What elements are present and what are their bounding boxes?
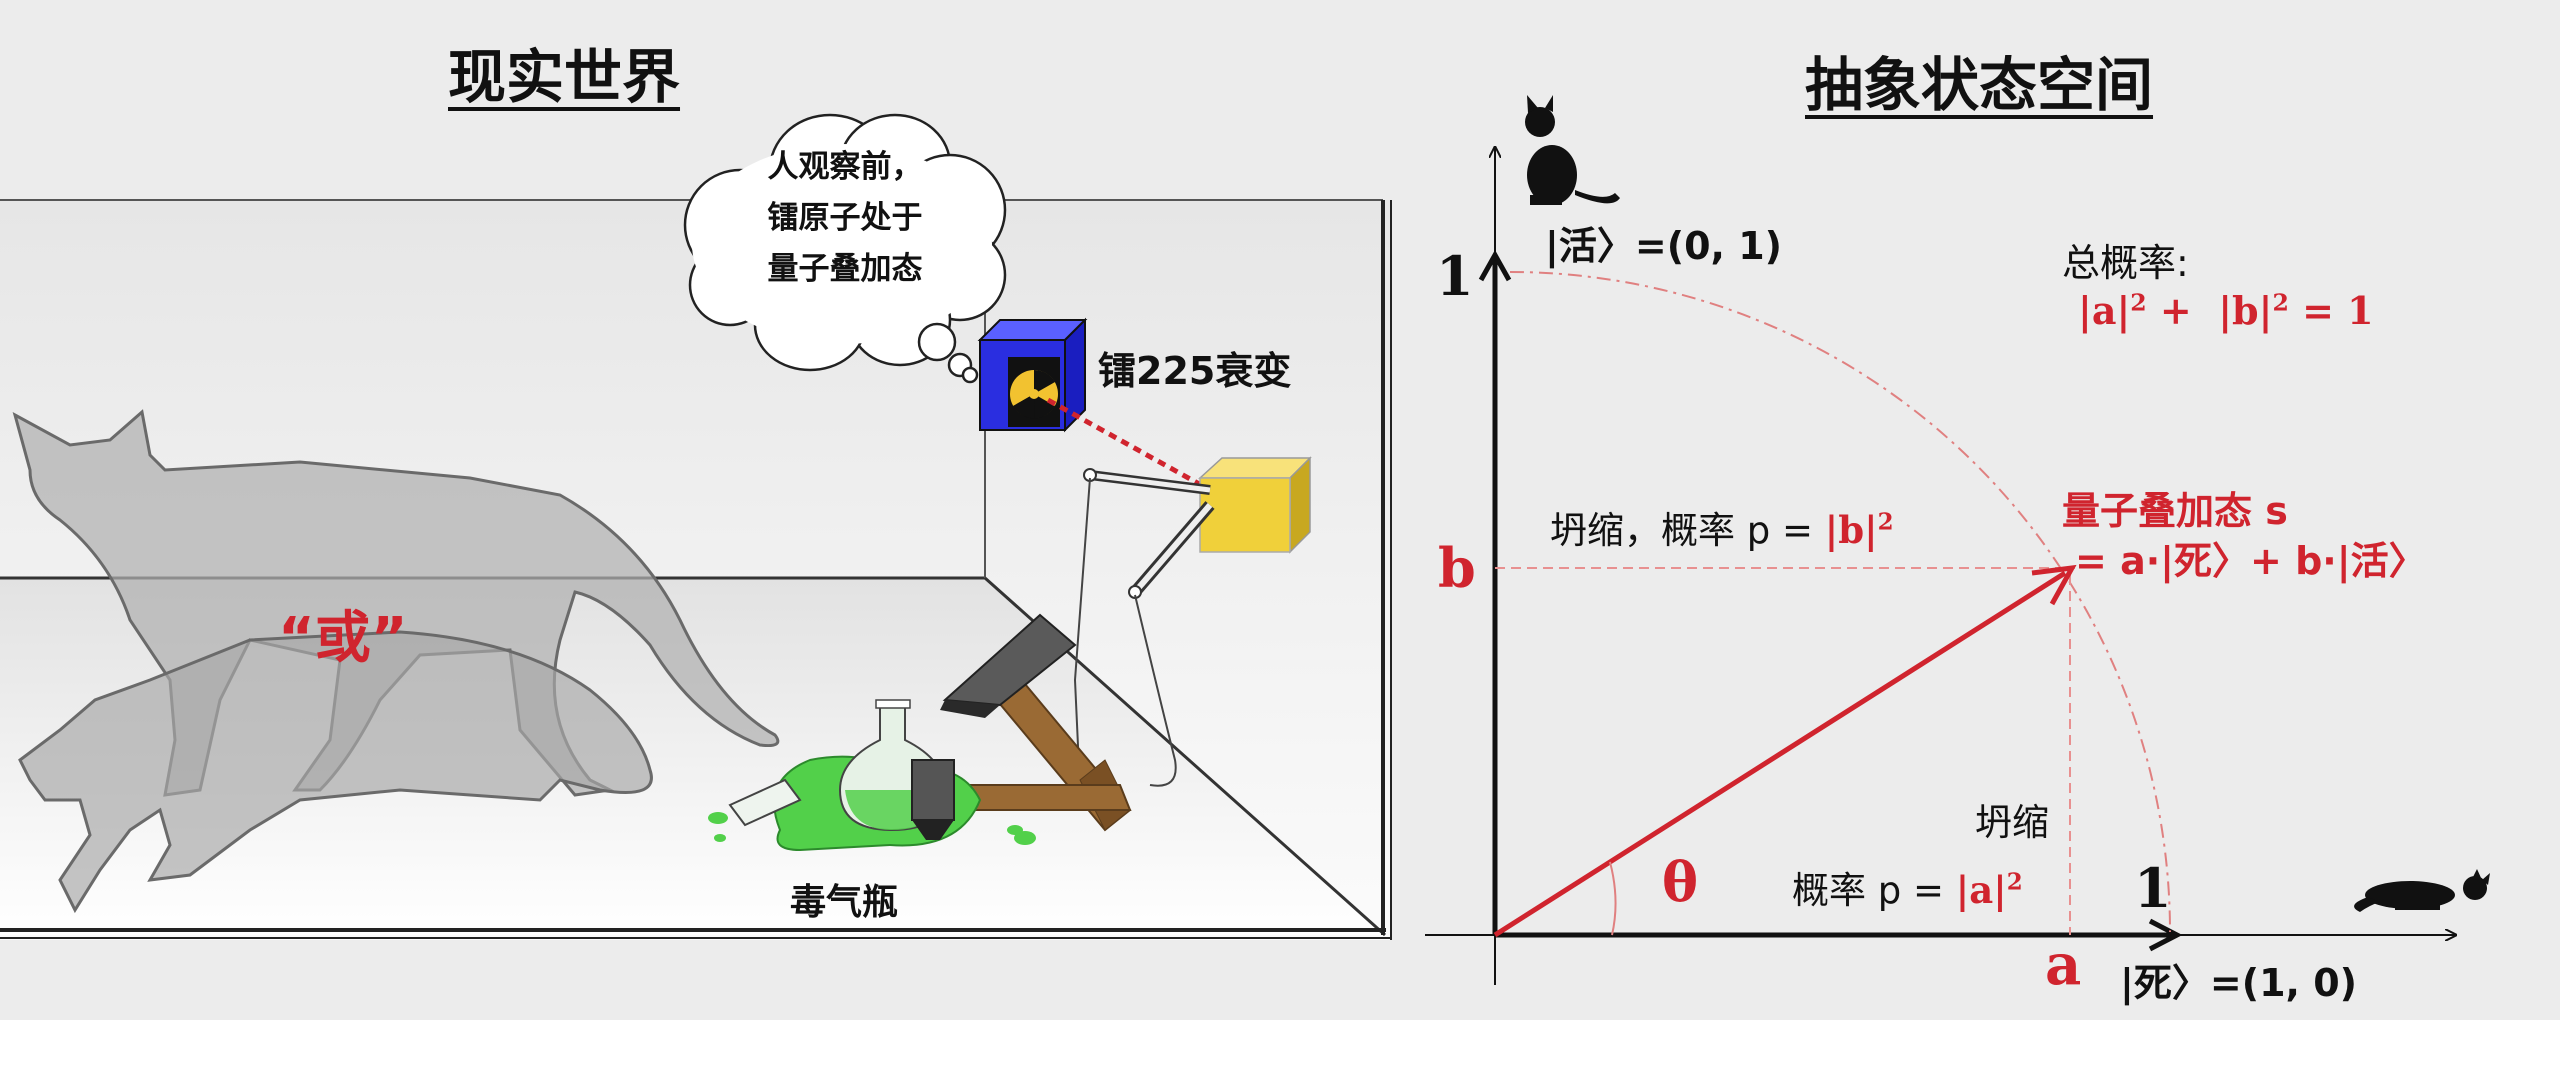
theta-label: θ	[1662, 850, 1699, 914]
total-a-exp: 2	[2130, 288, 2147, 317]
alive-cat-icon	[1525, 95, 1620, 205]
a-component-label: a	[2045, 932, 2082, 998]
hammer	[929, 613, 1132, 832]
alive-state-label: |活〉=(0, 1)	[1545, 224, 1782, 268]
total-probability-title: 总概率:	[2062, 241, 2189, 285]
total-a-term: |a|	[2078, 288, 2131, 333]
decay-label: 镭225衰变	[1098, 349, 1292, 393]
total-b-exp: 2	[2272, 288, 2289, 317]
lying-cat-ghost	[18, 630, 653, 914]
poison-label: 毒气瓶	[790, 882, 899, 923]
b-component-label: b	[1438, 536, 1476, 600]
collapse-a-prefix: 概率 p =	[1792, 869, 1956, 912]
collapse-b-prefix: 坍缩，概率 p =	[1550, 509, 1825, 552]
diagram-canvas: 现实世界 人观察前， 镭原子处于 量子叠加态 镭225衰变 “或” 毒气瓶 抽象…	[0, 0, 2560, 1020]
projection-lines	[1495, 567, 2075, 935]
collapse-b-term: |b|	[1824, 508, 1878, 552]
radium-box	[977, 317, 1088, 433]
diagram-graphics	[0, 95, 2490, 985]
collapse-a-line1: 坍缩	[1975, 801, 2049, 844]
total-eq: = 1	[2302, 288, 2374, 333]
total-plus: +	[2159, 288, 2192, 333]
unit-circle-arc	[1509, 271, 2171, 933]
y-axis-tick-1: 1	[1436, 244, 1474, 308]
dead-state-label: |死〉=(1, 0)	[2120, 961, 2357, 1005]
thought-cloud	[683, 113, 1007, 384]
thought-line-1: 人观察前，	[767, 149, 923, 185]
dead-cat-icon	[2354, 869, 2490, 912]
collapse-a-exp: 2	[2006, 868, 2023, 896]
or-label: “或”	[278, 606, 408, 671]
x-axis-tick-1: 1	[2134, 856, 2172, 920]
decay-beam	[1046, 397, 1212, 493]
trigger-arm	[1073, 468, 1215, 791]
superposition-title: 量子叠加态 s	[2062, 489, 2288, 533]
state-vector	[1493, 564, 2077, 938]
thought-line-3: 量子叠加态	[767, 251, 923, 287]
theta-arc	[1609, 861, 1617, 936]
collapse-a-term: |a|	[1955, 868, 2007, 912]
poison-flask	[708, 699, 1036, 852]
collapse-b-label: 坍缩，概率 p = |b|2	[1550, 500, 1894, 554]
state-space-axes	[1425, 148, 2455, 985]
right-panel-title: 抽象状态空间	[1805, 51, 2154, 119]
thought-text: 人观察前， 镭原子处于 量子叠加态	[740, 142, 950, 295]
total-probability-formula: |a|2 + |b|2 = 1	[2078, 288, 2374, 333]
left-panel-title: 现实世界	[448, 43, 681, 111]
total-b-term: |b|	[2218, 288, 2273, 333]
collapse-b-exp: 2	[1877, 508, 1894, 536]
detector-box	[1198, 456, 1312, 554]
superposition-formula: = a·|死〉+ b·|活〉	[2075, 539, 2427, 583]
thought-line-2: 镭原子处于	[767, 200, 923, 236]
collapse-a-label: 概率 p = |a|2	[1792, 860, 2023, 914]
